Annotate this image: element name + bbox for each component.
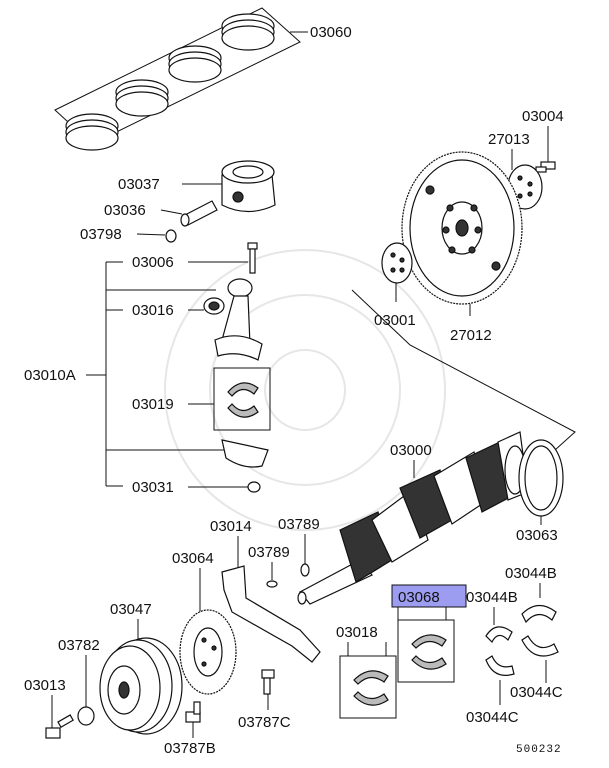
thrust-washer-upper-b <box>521 604 557 624</box>
rod-nut <box>247 481 261 493</box>
label-03047: 03047 <box>110 601 152 618</box>
rear-oil-seal <box>518 439 564 517</box>
label-03798: 03798 <box>80 226 122 243</box>
pulley-bolt <box>45 714 74 739</box>
dowel-pin-a <box>300 563 310 577</box>
snap-ring <box>165 229 177 243</box>
label-03787C: 03787C <box>238 714 291 731</box>
thrust-washer-lower-a <box>485 655 515 676</box>
bolt-03787c <box>261 669 275 695</box>
label-03044C-a: 03044C <box>510 684 563 701</box>
rod-bolt <box>247 242 258 274</box>
label-03787B: 03787B <box>164 740 216 757</box>
dowel-pin-b <box>266 580 278 588</box>
label-03018: 03018 <box>336 624 378 641</box>
label-03064: 03064 <box>172 550 214 567</box>
label-03044C-b: 03044C <box>466 709 519 726</box>
main-bearing-upper-set <box>397 619 455 683</box>
crank-sensor-ring <box>179 609 237 695</box>
crank-pulley <box>99 637 183 735</box>
label-03031: 03031 <box>132 479 174 496</box>
flywheel-adapter-plate <box>381 242 413 284</box>
piston-pin <box>180 200 218 227</box>
label-03060: 03060 <box>310 24 352 41</box>
flywheel-bolt <box>535 161 556 173</box>
label-03044B-a: 03044B <box>466 589 518 606</box>
label-03789b: 03789 <box>248 544 290 561</box>
bolt-03787b <box>185 701 201 723</box>
thrust-washer-upper-a <box>485 626 513 644</box>
label-03019: 03019 <box>132 396 174 413</box>
label-27013: 27013 <box>488 131 530 148</box>
label-03789a: 03789 <box>278 516 320 533</box>
main-bearing-lower-set <box>339 655 397 719</box>
label-03000: 03000 <box>390 442 432 459</box>
rod-cap <box>221 439 269 468</box>
pulley-washer <box>77 706 95 726</box>
label-03044B-b: 03044B <box>505 565 557 582</box>
diagram-code: 500232 <box>516 744 562 756</box>
label-03068: 03068 <box>398 589 440 606</box>
crankshaft <box>297 431 529 605</box>
label-03004: 03004 <box>522 108 564 125</box>
label-03016: 03016 <box>132 302 174 319</box>
highlight-03068 <box>391 584 467 608</box>
connecting-rod <box>214 278 263 361</box>
label-03782: 03782 <box>58 637 100 654</box>
watermark <box>164 249 446 531</box>
label-03001: 03001 <box>374 312 416 329</box>
thrust-washer-lower-b <box>521 635 559 657</box>
rod-bearing-set <box>213 367 271 431</box>
label-03063: 03063 <box>516 527 558 544</box>
rod-bushing <box>203 297 225 315</box>
label-03006: 03006 <box>132 254 174 271</box>
label-03010A: 03010A <box>24 367 76 384</box>
label-03014: 03014 <box>210 518 252 535</box>
crank-bracket <box>221 565 321 663</box>
label-27012: 27012 <box>450 327 492 344</box>
piston-rings-set <box>54 7 301 151</box>
label-03036: 03036 <box>104 202 146 219</box>
piston <box>221 160 276 213</box>
flywheel <box>401 151 523 305</box>
label-03013: 03013 <box>24 677 66 694</box>
label-03037: 03037 <box>118 176 160 193</box>
